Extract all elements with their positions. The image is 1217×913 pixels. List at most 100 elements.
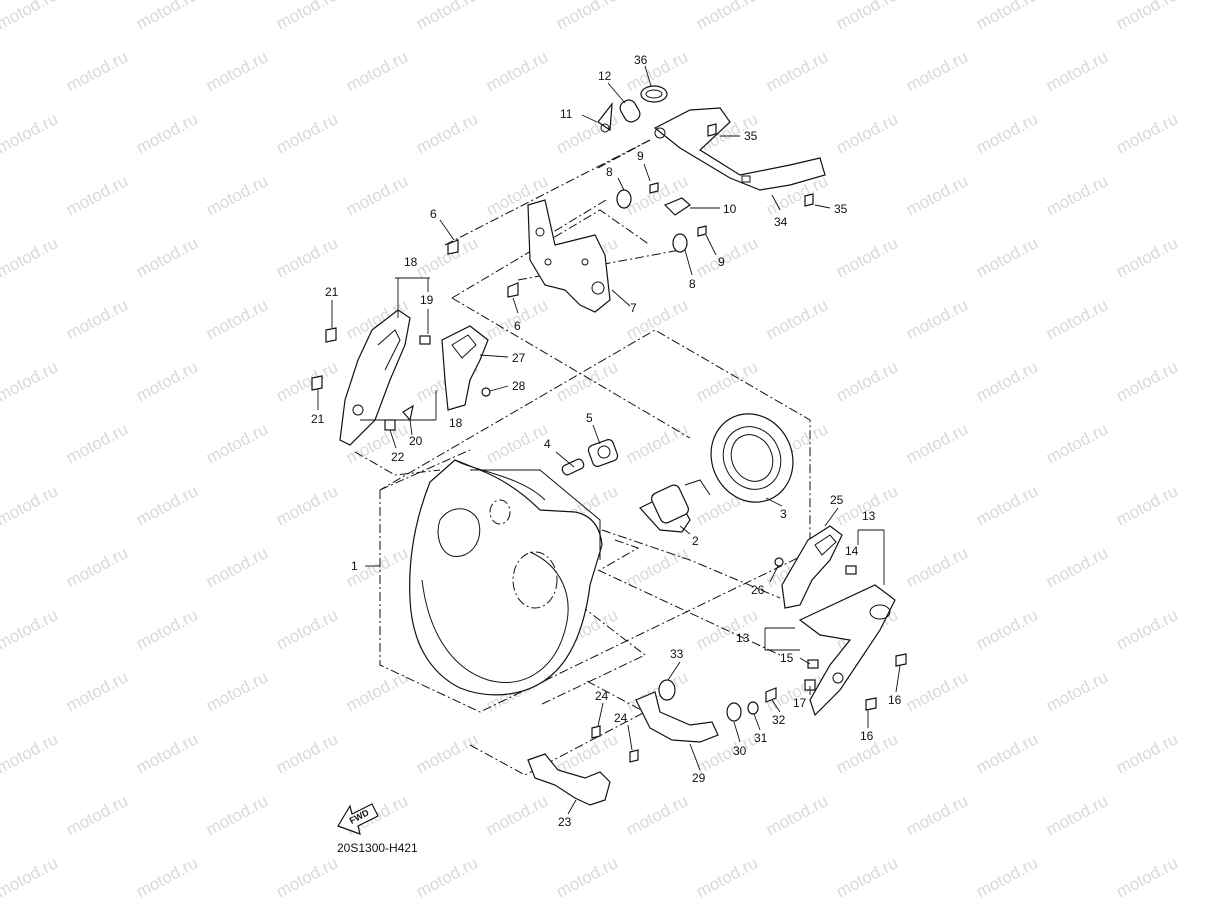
fasteners: [311, 123, 907, 763]
callout-29: 29: [692, 771, 706, 785]
watermark-text: motod.ru: [0, 357, 61, 405]
watermark-text: motod.ru: [553, 357, 621, 405]
watermark-text: motod.ru: [133, 481, 201, 529]
watermark-text: motod.ru: [203, 171, 271, 219]
callout-30: 30: [733, 744, 747, 758]
bulb: [639, 479, 711, 533]
watermark-text: motod.ru: [133, 729, 201, 777]
watermark-text: motod.ru: [133, 853, 201, 901]
callout-13b: 13: [736, 631, 750, 645]
watermark-text: motod.ru: [63, 47, 131, 95]
callout-32: 32: [772, 713, 786, 727]
watermark-text: motod.ru: [1043, 667, 1111, 715]
callout-6b: 6: [514, 319, 521, 333]
callout-8b: 8: [689, 277, 696, 291]
watermark-text: motod.ru: [1043, 419, 1111, 467]
watermark-text: motod.ru: [903, 543, 971, 591]
watermark-text: motod.ru: [273, 729, 341, 777]
watermark-text: motod.ru: [203, 543, 271, 591]
watermark-text: motod.ru: [63, 543, 131, 591]
leader-lines: [317, 65, 901, 815]
watermark-text: motod.ru: [413, 729, 481, 777]
headlight-stay: [527, 199, 611, 313]
callout-20: 20: [409, 434, 423, 448]
watermark-text: motod.ru: [903, 171, 971, 219]
callout-3: 3: [780, 507, 787, 521]
watermark-text: motod.ru: [63, 295, 131, 343]
right-plate: [781, 525, 843, 609]
callout-21b: 21: [311, 412, 325, 426]
watermark-text: motod.ru: [63, 791, 131, 839]
watermark-text: motod.ru: [553, 729, 621, 777]
clamp: [640, 85, 668, 103]
watermark-text: motod.ru: [413, 0, 481, 34]
watermark-text: motod.ru: [1113, 357, 1181, 405]
callout-21a: 21: [325, 285, 339, 299]
callout-15: 15: [780, 651, 794, 665]
watermark-text: motod.ru: [203, 295, 271, 343]
watermark-text: motod.ru: [693, 605, 761, 653]
callout-8a: 8: [606, 165, 613, 179]
callout-4: 4: [544, 437, 551, 451]
watermark-text: motod.ru: [1113, 233, 1181, 281]
watermark-text: motod.ru: [273, 357, 341, 405]
watermark-text: motod.ru: [973, 357, 1041, 405]
watermark-text: motod.ru: [763, 791, 831, 839]
callout-12: 12: [598, 69, 612, 83]
collar: [619, 99, 641, 123]
watermark-text: motod.ru: [63, 667, 131, 715]
callout-19: 19: [420, 293, 434, 307]
watermark-text: motod.ru: [833, 0, 901, 34]
callout-10: 10: [723, 202, 737, 216]
watermark-text: motod.ru: [1043, 791, 1111, 839]
callout-26: 26: [751, 583, 765, 597]
watermark-text: motod.ru: [693, 233, 761, 281]
watermark-text: motod.ru: [1113, 853, 1181, 901]
watermark-text: motod.ru: [973, 853, 1041, 901]
watermark-text: motod.ru: [693, 357, 761, 405]
watermark-text: motod.ru: [1043, 171, 1111, 219]
watermark-text: motod.ru: [133, 233, 201, 281]
headlight-housing: [409, 459, 603, 696]
watermark-text: motod.ru: [903, 295, 971, 343]
lower-bracket: [527, 753, 611, 806]
callout-6a: 6: [430, 207, 437, 221]
position-bulb: [561, 458, 585, 476]
left-plate: [441, 325, 489, 411]
watermark-text: motod.ru: [483, 791, 551, 839]
watermark-text: motod.ru: [693, 0, 761, 34]
callout-14: 14: [845, 544, 859, 558]
watermark-text: motod.ru: [0, 109, 61, 157]
watermark-text: motod.ru: [203, 667, 271, 715]
callout-16b: 16: [860, 729, 874, 743]
watermark-text: motod.ru: [273, 109, 341, 157]
bulb-socket: [587, 439, 619, 467]
watermark-text: motod.ru: [1113, 481, 1181, 529]
watermark-text: motod.ru: [903, 419, 971, 467]
watermark-text: motod.ru: [203, 47, 271, 95]
watermark-text: motod.ru: [343, 667, 411, 715]
right-side-cover: [798, 565, 896, 717]
watermark-text: motod.ru: [203, 419, 271, 467]
watermark-text: motod.ru: [133, 109, 201, 157]
watermark-text: motod.ru: [273, 481, 341, 529]
watermark-text: motod.ru: [0, 233, 61, 281]
callout-7: 7: [630, 301, 637, 315]
watermark-text: motod.ru: [973, 109, 1041, 157]
watermark-text: motod.ru: [1043, 47, 1111, 95]
watermark-text: motod.ru: [63, 419, 131, 467]
watermark-text: motod.ru: [413, 109, 481, 157]
watermark-text: motod.ru: [1043, 543, 1111, 591]
watermark-text: motod.ru: [623, 791, 691, 839]
callout-18a: 18: [404, 255, 418, 269]
watermark-text: motod.ru: [203, 791, 271, 839]
callout-11: 11: [560, 107, 573, 121]
watermark-text: motod.ru: [553, 853, 621, 901]
watermark-text: motod.ru: [483, 47, 551, 95]
callout-35b: 35: [834, 202, 848, 216]
cable-tie: [597, 102, 613, 133]
callout-24a: 24: [595, 689, 609, 703]
watermark-text: motod.ru: [413, 233, 481, 281]
